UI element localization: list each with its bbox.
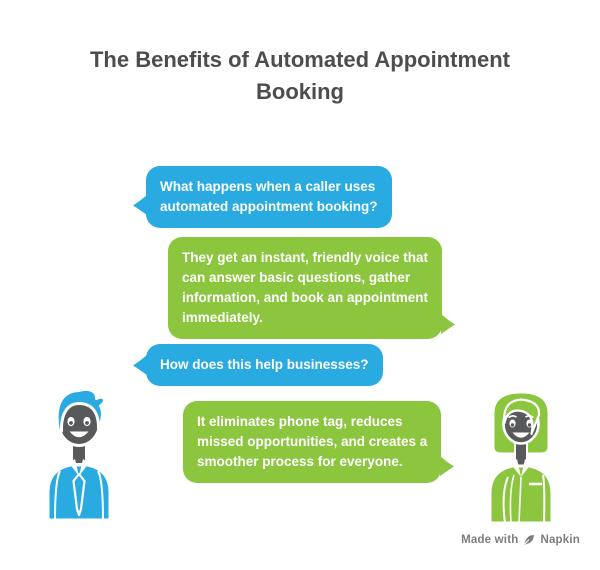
watermark: Made with Napkin: [461, 534, 580, 546]
bubble-text-line: immediately.: [182, 310, 263, 325]
watermark-brand: Napkin: [540, 534, 580, 546]
man-pupil-right: [85, 421, 89, 425]
woman-seam-left: [502, 476, 509, 523]
man-collar-right: [79, 459, 89, 476]
man-pupil-left: [69, 421, 73, 425]
napkin-pen-icon: [524, 535, 535, 545]
bubble-text-line: They get an instant, friendly voice that: [182, 250, 429, 265]
bubble-text-line: smoother process for everyone.: [197, 454, 403, 469]
page-title: The Benefits of Automated Appointment Bo…: [0, 44, 600, 108]
woman-placket-line: [518, 476, 522, 523]
man-arm-seam-left: [54, 470, 61, 520]
bubble-text-line: can answer basic questions, gather: [182, 270, 411, 285]
chat-bubble-question-1: What happens when a caller uses automate…: [133, 166, 392, 228]
bubble-text-line: It eliminates phone tag, reduces: [197, 414, 403, 429]
bubble-tail-left-icon: [133, 355, 147, 375]
woman-seam-left-2: [509, 474, 515, 523]
chat-bubble-answer-1: They get an instant, friendly voice that…: [168, 237, 456, 339]
bubble-text-line: What happens when a caller uses: [160, 179, 376, 194]
bubble-tail-right-icon: [440, 456, 455, 476]
man-collar-left: [69, 459, 79, 476]
man-character: [46, 387, 112, 520]
title-line-1: The Benefits of Automated Appointment: [89, 47, 511, 72]
woman-seam-right: [542, 474, 546, 523]
woman-eyebrow-right: [525, 414, 535, 419]
title-line-2: Booking: [256, 79, 344, 104]
woman-pupil-right: [527, 423, 532, 427]
woman-character: [488, 390, 554, 523]
man-hair: [55, 387, 106, 433]
man-smile: [69, 431, 89, 438]
woman-bangs: [503, 398, 541, 436]
man-character-illustration: [46, 387, 112, 520]
bubble-tail-right-icon: [441, 314, 456, 334]
bubble-text-line: automated appointment booking?: [160, 199, 378, 214]
man-arm-seam-right: [97, 470, 104, 520]
watermark-prefix: Made with: [461, 534, 519, 546]
chat-bubble-answer-2: It eliminates phone tag, reduces missed …: [183, 401, 455, 483]
bubble-text-line: missed opportunities, and creates a: [197, 434, 428, 449]
woman-eyebrow-left: [507, 414, 517, 419]
bubble-tail-left-icon: [133, 195, 147, 215]
woman-collar-left: [511, 459, 521, 477]
bubble-text-line: How does this help businesses?: [160, 357, 369, 372]
woman-character-illustration: [488, 390, 554, 523]
man-tie: [72, 472, 86, 517]
chat-bubble-question-2: How does this help businesses?: [133, 344, 383, 386]
woman-collar-right: [521, 459, 531, 477]
woman-smile: [512, 432, 530, 438]
bubble-text-line: information, and book an appointment: [182, 290, 428, 305]
woman-pupil-left: [510, 423, 515, 427]
